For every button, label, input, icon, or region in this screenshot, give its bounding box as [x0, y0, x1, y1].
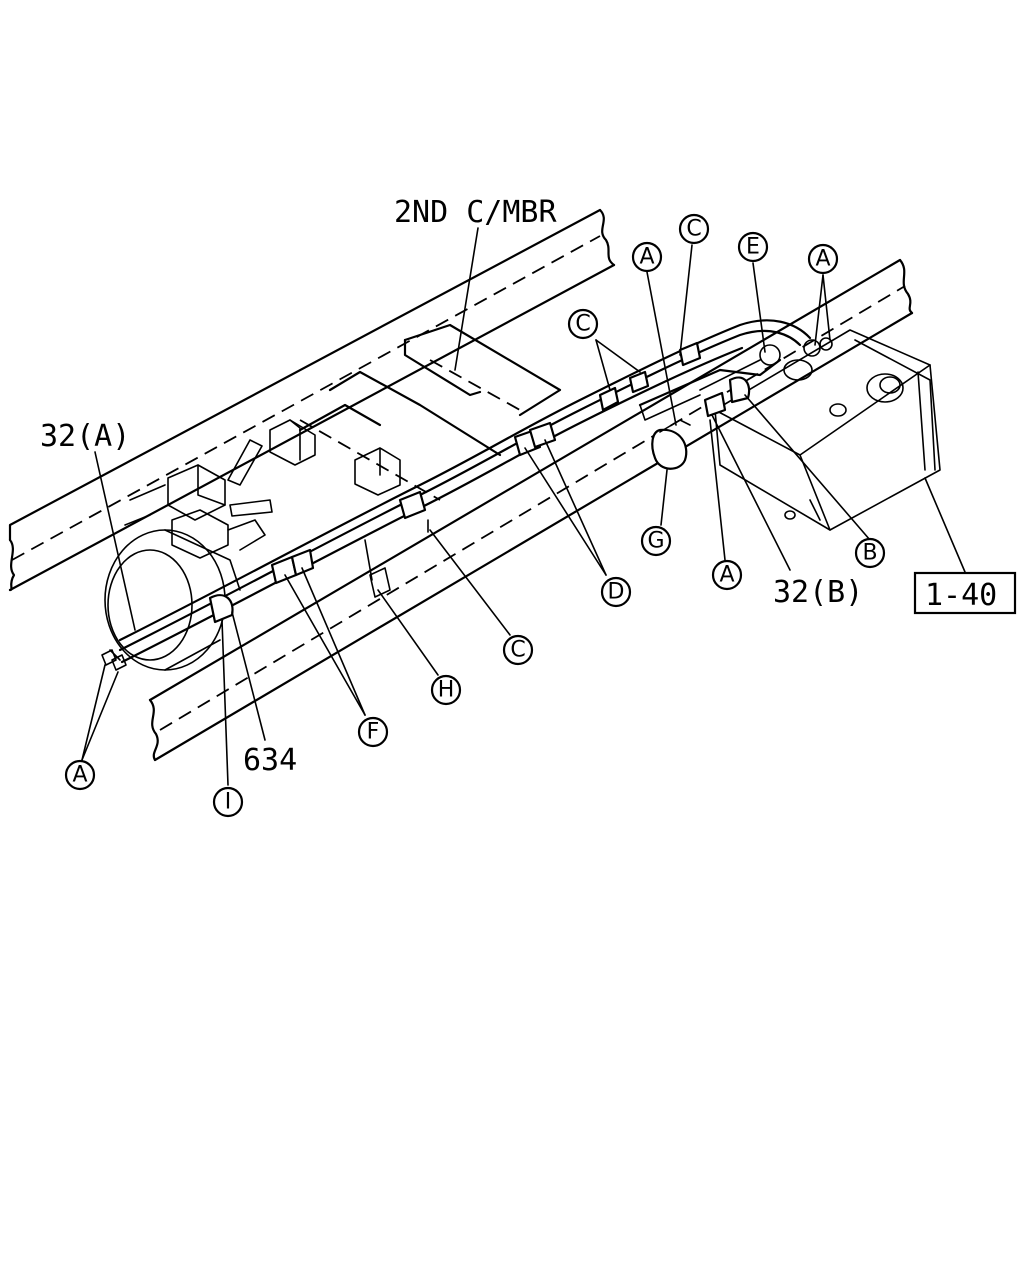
svg-text:F: F: [367, 720, 380, 745]
callout-h-low: H: [430, 674, 462, 706]
svg-text:A: A: [815, 247, 830, 272]
callout-b-right: B: [854, 537, 886, 569]
svg-text:C: C: [510, 638, 525, 663]
svg-text:C: C: [686, 217, 701, 242]
svg-text:H: H: [438, 678, 455, 703]
hose-a-label: 32(A): [40, 419, 130, 454]
callout-f-low: F: [357, 716, 389, 748]
callout-c-low: C: [502, 634, 534, 666]
callout-a-mid-low: A: [711, 559, 743, 591]
callout-a-top-mid: A: [631, 241, 663, 273]
svg-text:E: E: [746, 235, 760, 260]
svg-text:A: A: [639, 245, 654, 270]
svg-text:D: D: [608, 580, 625, 605]
hose-b-label: 32(B): [773, 575, 863, 610]
reference-box: 1-40: [913, 571, 1017, 615]
svg-text:A: A: [719, 563, 734, 588]
callout-c-mid: C: [567, 308, 599, 340]
fuel-tank: [714, 329, 941, 531]
callout-d-mid: D: [600, 576, 632, 608]
svg-text:C: C: [575, 312, 590, 337]
callout-a-top-right: A: [807, 243, 839, 275]
svg-text:G: G: [647, 529, 664, 554]
clips: [101, 337, 833, 671]
callout-a-left: A: [64, 759, 96, 791]
callout-c-top: C: [678, 213, 710, 245]
svg-text:B: B: [862, 541, 877, 566]
cross-member: [298, 323, 562, 501]
lower-frame-rail: [148, 258, 914, 762]
svg-text:I: I: [225, 790, 232, 815]
engine-blocks: [124, 419, 401, 559]
upper-frame-rail: [8, 208, 616, 592]
reference-box-label: 1-40: [925, 578, 997, 613]
callout-g-mid: G: [640, 525, 672, 557]
part-634-label: 634: [243, 743, 297, 778]
svg-text:A: A: [72, 763, 87, 788]
callout-i-left: I: [212, 786, 244, 818]
crossmember-label: 2ND C/MBR: [394, 195, 557, 230]
leader-lines: [81, 227, 966, 786]
callout-e-top: E: [737, 231, 769, 263]
